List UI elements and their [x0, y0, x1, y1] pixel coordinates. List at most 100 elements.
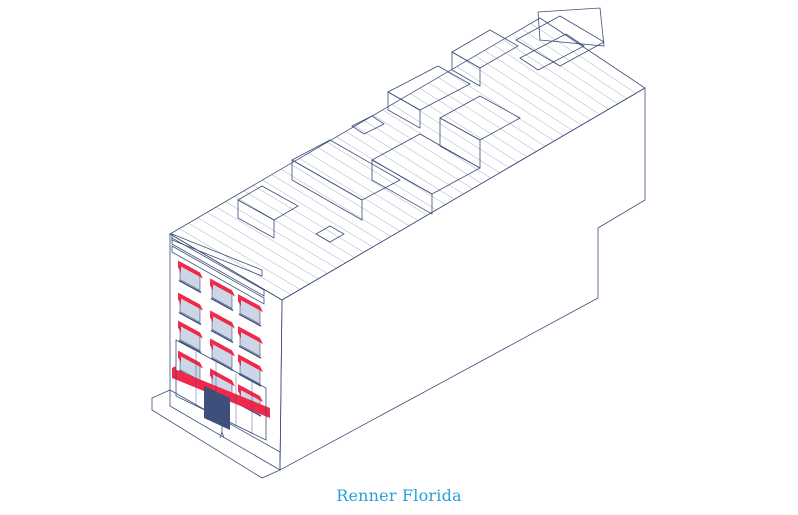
red-awning-side: [238, 384, 241, 397]
roof-hatch-line: [530, 23, 636, 94]
roof-hatch-line: [206, 212, 319, 279]
roof-volume-5: [439, 95, 521, 141]
roof-hatch-line: [345, 131, 455, 200]
roof-hatch-line: [271, 174, 382, 242]
roof-hatch-line: [382, 109, 491, 179]
roof-terrace: [515, 15, 605, 67]
facade-window: [238, 326, 263, 359]
isometric-building-drawing: [151, 7, 646, 479]
red-awning-side: [238, 294, 241, 307]
facade-window: [178, 320, 203, 354]
window-balcony: [178, 339, 202, 354]
storefront-sign-band-side: [172, 366, 176, 378]
roof-volume-3: [371, 133, 481, 195]
roof-hatch-line: [401, 98, 509, 168]
facade-windows: [178, 260, 263, 417]
roof-hatch-line: [290, 163, 401, 232]
red-awning: [178, 320, 203, 339]
red-awning-side: [210, 338, 213, 351]
facade-window: [210, 310, 235, 344]
roof-hatch-line: [419, 88, 528, 158]
facade-window: [238, 354, 263, 387]
storefront-sign-band: [172, 368, 270, 418]
roof-hatch-line: [373, 115, 482, 184]
window-balcony: [210, 329, 234, 344]
facade-window: [210, 338, 235, 372]
roof-hatch-line: [280, 169, 391, 237]
red-awning: [238, 294, 263, 313]
window-balcony: [238, 313, 262, 327]
roof-hatch-line: [502, 39, 609, 110]
roof-hatch-line: [465, 61, 573, 131]
roof-volume-1-front: [237, 199, 275, 239]
red-awning: [238, 326, 263, 345]
sidewalk: [151, 389, 281, 479]
roof-hatch-line: [188, 223, 301, 290]
roof-hatch-line: [456, 66, 564, 136]
parapet-small-2: [315, 225, 345, 243]
roof-hatch-line: [308, 152, 419, 221]
roof-hatch-line: [410, 93, 519, 163]
window-balcony: [238, 345, 262, 359]
roof-hatch-line: [484, 50, 591, 120]
roof-hatch-line: [225, 201, 337, 269]
red-awning: [178, 350, 203, 369]
red-awning: [178, 260, 203, 279]
roof-hatch-line: [364, 120, 473, 189]
facade-window: [238, 294, 263, 327]
roof-volume-5-front: [439, 117, 481, 169]
roof-hatch-line: [521, 28, 627, 99]
roof-volume-2-front: [291, 159, 363, 221]
red-awning-side: [178, 260, 181, 273]
roof-hatch-line: [262, 179, 373, 248]
roof-hatch-line: [243, 190, 355, 258]
roof-hatch-line: [253, 185, 364, 253]
roof-hatch-line: [234, 196, 346, 264]
roof-hatch-line: [438, 77, 546, 147]
red-awning: [178, 292, 203, 311]
red-awning-side: [210, 368, 213, 381]
red-awning: [210, 278, 235, 297]
red-awning-side: [210, 278, 213, 291]
roof-hatch-line: [475, 55, 582, 126]
window-balcony: [178, 311, 202, 326]
roof-hatch-line: [179, 228, 292, 295]
roof-volume-4-front: [387, 91, 421, 129]
roof-hatch-line: [197, 217, 310, 285]
window-balcony: [178, 279, 202, 294]
red-awning-side: [238, 326, 241, 339]
roof-hatch-line: [327, 142, 437, 211]
facade-window: [178, 292, 203, 326]
cornice-band: [171, 237, 265, 305]
roof-volume-4: [387, 65, 471, 111]
red-awning: [238, 354, 263, 373]
roof-volume-3-front: [371, 159, 433, 215]
drawing-caption: Renner Florida: [336, 486, 462, 505]
red-awning-side: [178, 320, 181, 333]
roof-deck-lines: [179, 23, 636, 295]
roof-hatch-line: [317, 147, 428, 216]
parapet-small: [351, 115, 385, 135]
ground-floor-glazing: [175, 339, 267, 441]
red-awning-side: [178, 350, 181, 363]
roof-hatch-line: [428, 82, 537, 152]
roof-hatch-line: [299, 158, 410, 226]
facade-window: [210, 278, 235, 312]
roof-hatch-line: [354, 125, 464, 195]
red-awning: [210, 310, 235, 329]
roof-hatch-line: [391, 104, 500, 173]
red-awning-side: [210, 310, 213, 323]
pedestrian-figure: [219, 417, 225, 439]
roof-terrace-rail: [519, 33, 585, 71]
roof-volume-6-front: [451, 51, 481, 87]
facade-window: [178, 260, 203, 294]
red-awning: [210, 338, 235, 357]
rooftop-structures: [171, 7, 605, 277]
red-awning-side: [238, 354, 241, 367]
entrance-door: [204, 386, 230, 430]
window-balcony: [210, 297, 234, 312]
red-awning: [210, 368, 235, 387]
roof-volume-1: [237, 185, 299, 221]
red-awning-side: [178, 292, 181, 305]
side-wall: [279, 87, 646, 471]
